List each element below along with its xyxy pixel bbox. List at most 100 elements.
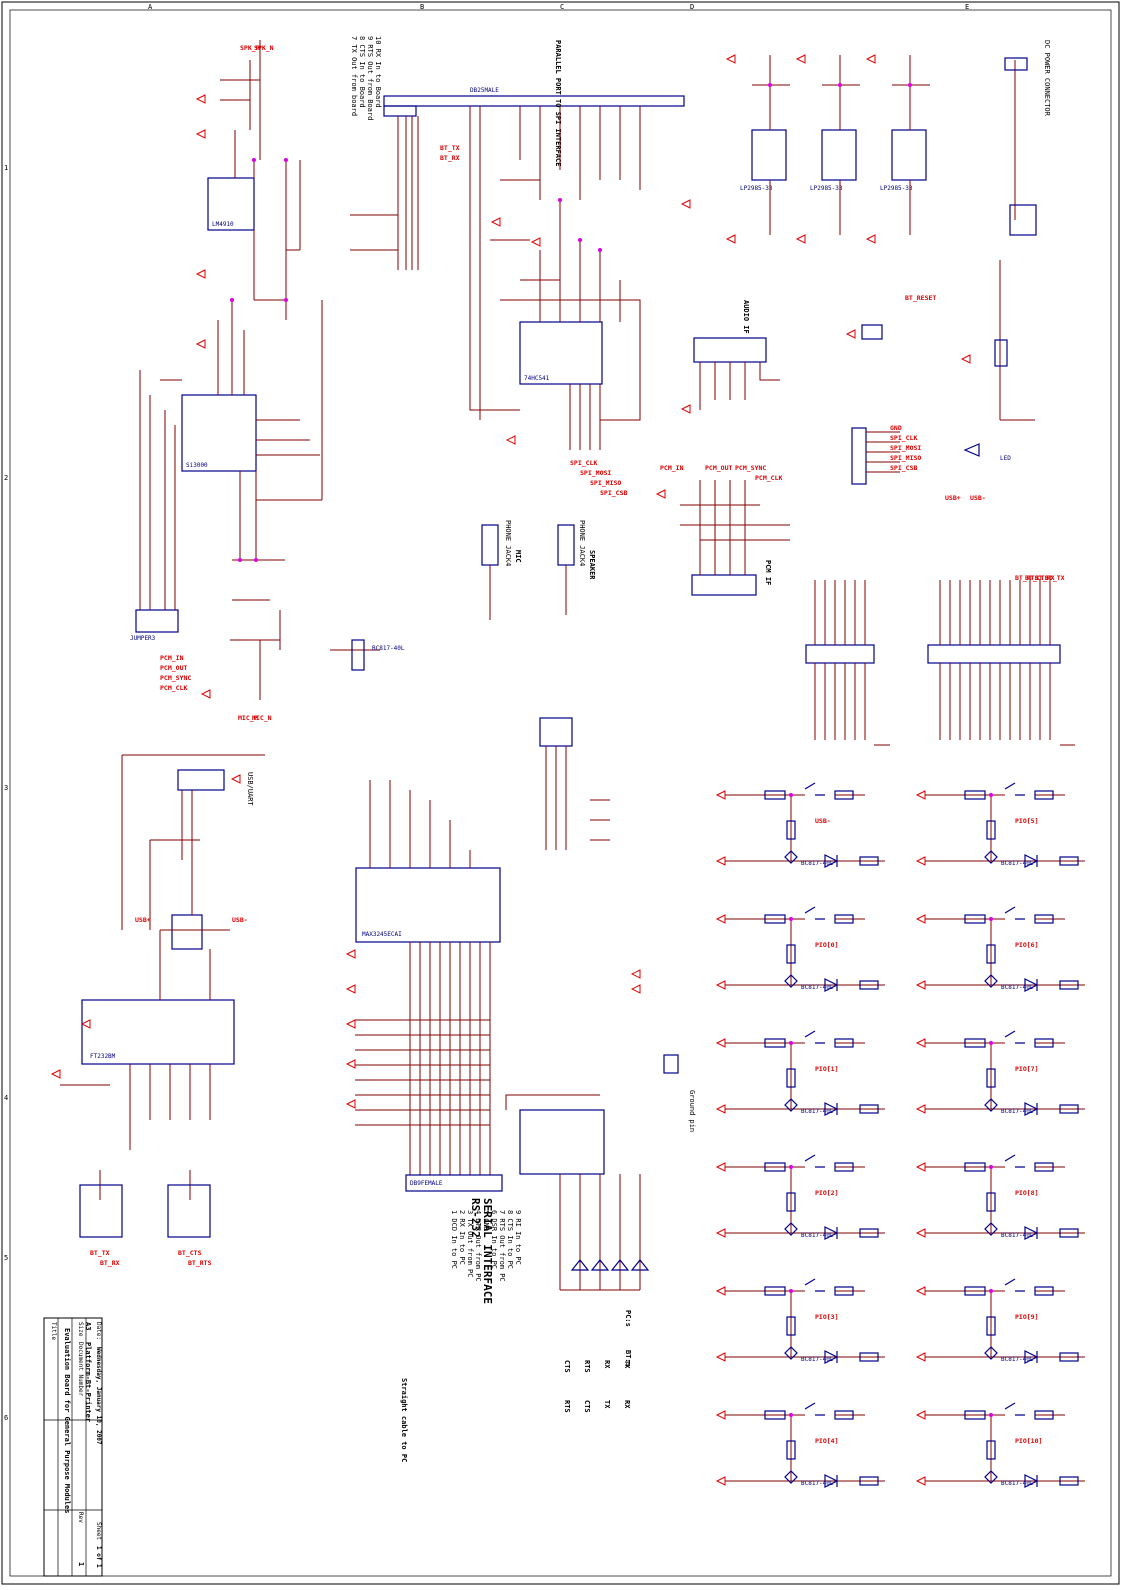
resistor [964,1038,986,1048]
pin-note: 9 RTS Out from Board [366,36,374,120]
speaker-jack-label: PHONE JACK4 [578,520,586,566]
resistor [834,1162,854,1172]
pio-channel: PIO[1]BC817-40L [715,1030,885,1116]
zone-number: 4 [4,1094,8,1102]
bt-signal: CTS [583,1400,591,1413]
resistor [964,1410,986,1420]
resistor [786,944,796,964]
codec-ic-label: Si3000 [186,462,208,469]
serial-note: 9 RI In to PC [514,1210,522,1265]
buffer-ic-label: 74HC541 [524,375,550,382]
uart-transceiver-ic [355,867,501,943]
pio-net-label: PIO[3] [815,1313,838,1321]
serial-note: 1 DCD In to PC [450,1210,458,1269]
spi-header-section: GND SPI_CLK SPI_MOSI SPI_MISO SPI_CSB LE… [851,424,1011,485]
audio-net-labels: PCM_IN PCM_OUT PCM_SYNC PCM_CLK SPK_P SP… [160,44,274,722]
usb-uart-heading: USB/UART [246,772,254,807]
pc-label: PC:s [624,1310,632,1327]
pio-net-label: PIO[0] [815,941,838,949]
resistor [859,1104,879,1114]
resistor [964,790,986,800]
net-label: BT_RX [440,154,460,162]
pcm-if-heading-text: PCM IF [764,560,772,585]
audio-if-heading-text: AUDIO IF [742,300,750,334]
resistor [786,1068,796,1088]
phone-jack-mic: PHONE JACK4 MIC [481,520,522,620]
resistor [986,1192,996,1212]
regulator-u3 [891,129,927,181]
regulator-label: LP2985-33 [740,185,773,192]
usb-section: FT232BM USB/UART USB+ USB- BT_TX BT_RX B… [50,754,265,1267]
sheet-inner-border [9,9,1112,1577]
usb-ic [81,999,235,1065]
module-net-labels: BT_TX BT_RX BT_CTS BT_RTS USB+ USB- [945,494,1065,582]
buffer-ic-u10a [79,1184,123,1238]
pio-channel: USB-BC817-40L [715,782,885,868]
pio-net-label: PIO[1] [815,1065,838,1073]
net-label: SPI_MISO [890,454,921,462]
resistor [964,1286,986,1296]
pio-channel: PIO[2]BC817-40L [715,1154,885,1240]
pio-channel: PIO[0]BC817-40L [715,906,885,992]
transistor-label: BC817-40L [1001,1480,1034,1487]
net-label: PCM_IN [160,654,184,662]
resistor [834,914,854,924]
net-label: USB+ [135,916,151,924]
resistor [786,1440,796,1460]
net-label: PCM_IN [660,464,684,472]
sheet-value: 1 of 1 [95,1546,102,1568]
uart-ic-label: MAX3245ECAI [362,931,402,938]
speaker-label: SPEAKER [588,550,596,580]
size-label: Size [77,1322,84,1337]
resistor [986,944,996,964]
net-label: USB+ [945,494,961,502]
spi-header [851,427,867,485]
net-label: PCM_CLK [755,474,782,482]
reset-switch [861,324,883,340]
resistor [859,1352,879,1362]
net-label: BT_CTS [1025,574,1049,582]
pio-net-label: PIO[6] [1015,941,1038,949]
resistor [1059,856,1079,866]
usb-net-labels: BT_TX BT_RX BT_CTS BT_RTS [90,1249,212,1267]
net-label: BT_RESET [905,294,936,302]
mic-jack-label: PHONE JACK4 [504,520,512,566]
zone-letter: A [148,3,153,11]
resistor [986,1316,996,1336]
buffer-ic-top [519,321,603,385]
resistor [834,1410,854,1420]
net-label: USB- [232,916,248,924]
net-label: PCM_OUT [160,664,187,672]
power-section: LP2985-33 LP2985-33 LP2985-33 DC POWER C… [725,40,1051,421]
resistor [764,790,786,800]
pc-bt-table: PC:s BT:s [624,1310,632,1367]
transistor-label: BC817-40L [1001,1356,1034,1363]
net-label: BT_RX [100,1259,120,1267]
parallel-net-labels: SPI_CLK SPI_MOSI SPI_MISO SPI_CSB BT_TX … [440,144,627,497]
resistor [859,1228,879,1238]
pin-notes-top: 7 TX Out from board 8 CTS In to Board 9 … [350,36,382,120]
bt-signal: RX [623,1400,631,1409]
db9-connector [405,1174,503,1192]
net-label: SPI_MOSI [890,444,921,452]
pc-signal: RX [603,1360,611,1369]
resistor [786,820,796,840]
serial-notes: 1 DCD In to PC 2 RX In to PC 3 TX Out fr… [450,1210,522,1282]
resistor [986,1068,996,1088]
docnum-value: Platform-Bt-Printer [84,1342,92,1422]
net-label: SPI_MOSI [580,469,611,477]
resistor [1059,980,1079,990]
rs232-jumper [539,717,573,747]
bt-label: BT:s [624,1350,632,1367]
border-zone-numbers: 1 2 3 4 5 6 [4,164,8,1422]
serial-note: 2 RX In to PC [458,1210,466,1265]
pio-channel: PIO[6] BC817-40L [915,906,1085,992]
resistor [986,1440,996,1460]
transistor-label: BC817-40L [1001,984,1034,991]
resistor [859,1476,879,1486]
resistor [1034,1410,1054,1420]
net-label: PCM_OUT [705,464,732,472]
